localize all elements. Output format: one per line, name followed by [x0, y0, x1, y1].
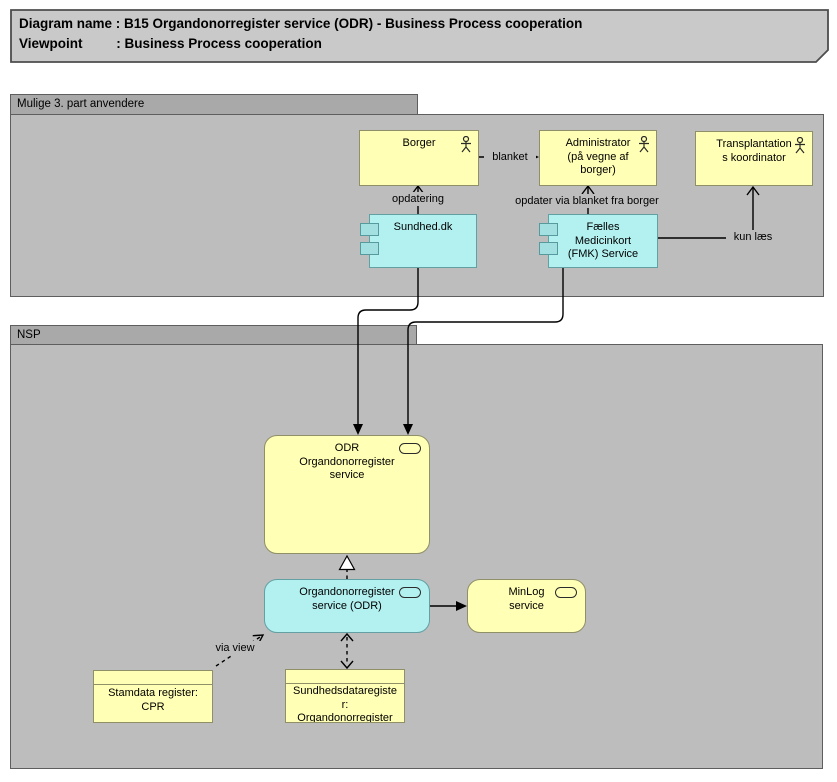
actor-icon	[795, 137, 805, 154]
note-shape	[10, 9, 829, 63]
node-label: Organdonorregister service (ODR)	[299, 586, 395, 612]
node-label: ODR Organdonorregister service	[299, 442, 395, 481]
edge-minlog-arrowhead	[456, 601, 467, 611]
service-icon	[555, 587, 577, 598]
service-icon	[399, 443, 421, 454]
edge-label-opdatering: opdatering	[384, 192, 452, 206]
component-icon	[539, 242, 558, 255]
node-label: Sundhedsdataregiste r: Organdonorregiste…	[293, 685, 397, 723]
group-external-tab: Mulige 3. part anvendere	[10, 94, 418, 115]
actor-icon	[461, 136, 471, 153]
node-label: Transplantation s koordinator	[716, 138, 792, 164]
node-label: Fælles Medicinkort (FMK) Service	[567, 221, 639, 260]
title-note: Diagram name : B15 Organdonorregister se…	[10, 9, 829, 63]
node-label: MinLog service	[508, 586, 545, 612]
component-fmk-service: Fælles Medicinkort (FMK) Service	[539, 214, 658, 268]
edge-sundheddk-odr-arrowhead	[353, 424, 363, 435]
object-stamdata-cpr: Stamdata register: CPR	[93, 670, 213, 723]
node-label: Administrator (på vegne af borger)	[565, 137, 631, 176]
service-odr-organdonorregister: ODR Organdonorregister service	[264, 435, 430, 554]
object-sundhedsdataregister: Sundhedsdataregiste r: Organdonorregiste…	[285, 669, 405, 723]
edge-label-blanket: blanket	[484, 150, 536, 164]
group-nsp-label: NSP	[17, 329, 41, 341]
component-sundheddk: Sundhed.dk	[360, 214, 477, 268]
edge-label-via-view: via view	[208, 641, 262, 655]
service-icon	[399, 587, 421, 598]
component-icon	[360, 242, 379, 255]
node-label: Sundhed.dk	[393, 221, 453, 233]
edge-realization-arrowhead	[338, 554, 356, 571]
group-external-label: Mulige 3. part anvendere	[17, 98, 145, 110]
service-organdonorregister-odr: Organdonorregister service (ODR)	[264, 579, 430, 633]
diagram-title: Diagram name : B15 Organdonorregister se…	[19, 16, 583, 51]
component-icon	[360, 223, 379, 236]
edge-sundheddk-odr	[357, 268, 419, 426]
edge-fmk-odr	[407, 268, 564, 426]
node-label: Borger	[402, 137, 436, 149]
edge-kun-laes-arrowhead	[746, 185, 760, 196]
edge-opdater-via-arrowhead	[581, 184, 595, 195]
actor-icon	[639, 136, 649, 153]
edge-access-arrowhead-top	[340, 632, 354, 642]
edge-access-arrowhead-bottom	[340, 660, 354, 670]
edge-label-opdater-via: opdater via blanket fra borger	[502, 194, 672, 208]
object-band	[286, 670, 404, 684]
edge-label-kun-laes: kun læs	[726, 230, 780, 244]
actor-borger: Borger	[359, 130, 479, 186]
component-icon	[539, 223, 558, 236]
edge-opdatering-arrowhead	[411, 184, 425, 195]
actor-administrator: Administrator (på vegne af borger)	[539, 130, 657, 186]
edge-fmk-odr-arrowhead	[403, 424, 413, 435]
object-band	[94, 671, 212, 685]
node-label: Stamdata register: CPR	[108, 687, 198, 713]
service-minlog: MinLog service	[467, 579, 586, 633]
group-nsp-body	[10, 344, 823, 769]
group-nsp-tab: NSP	[10, 325, 417, 345]
actor-transplantationskoordinator: Transplantation s koordinator	[695, 131, 813, 186]
note-background	[10, 9, 829, 63]
